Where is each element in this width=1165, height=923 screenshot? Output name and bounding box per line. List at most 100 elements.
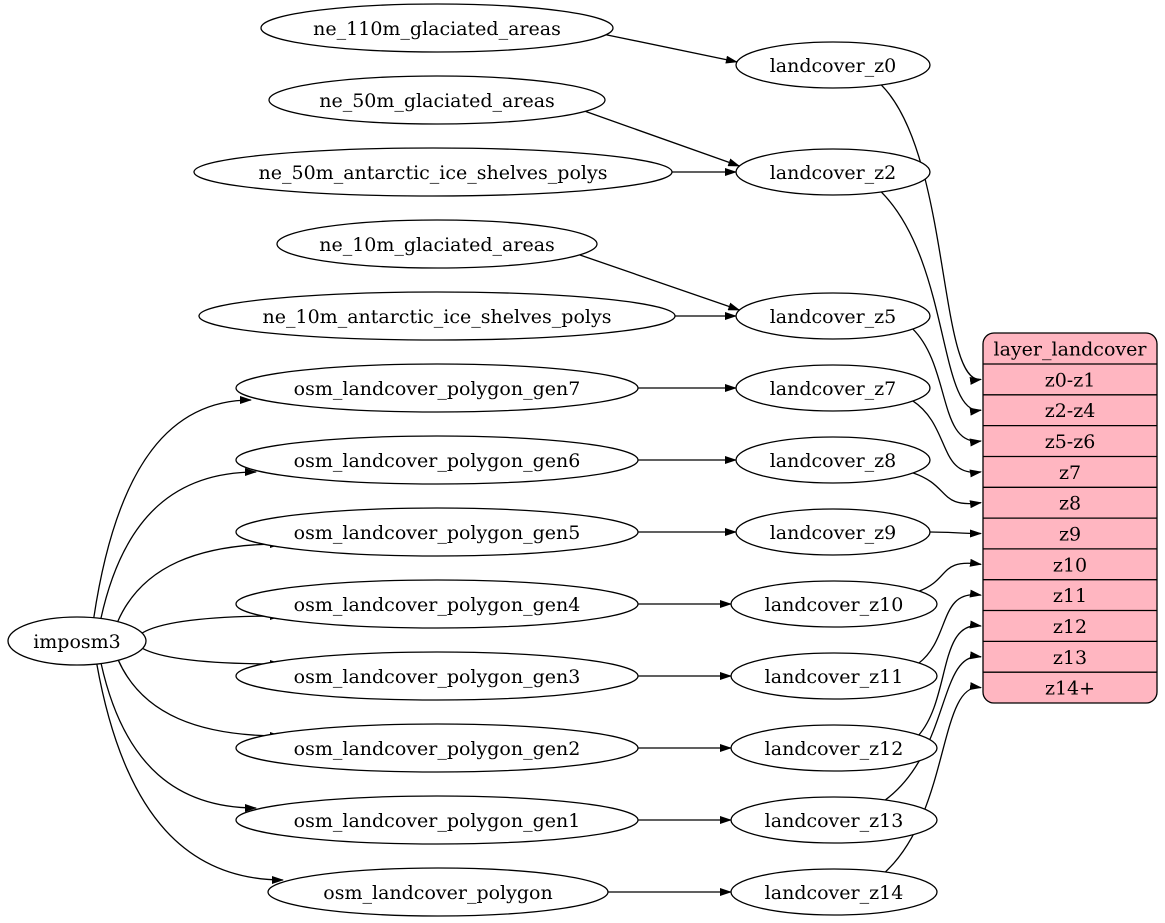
node-landcover_z10: landcover_z10 xyxy=(730,580,938,628)
node-shape-landcover_z11 xyxy=(730,652,938,700)
node-ne_50m_glaciated_areas: ne_50m_glaciated_areas xyxy=(268,75,606,125)
node-landcover_z0: landcover_z0 xyxy=(735,41,931,89)
edge-imposm3-to-osm_landcover_polygon_gen1 xyxy=(100,663,257,812)
edge-ne_110m_glaciated_areas-to-landcover_z0 xyxy=(605,34,738,64)
node-landcover_z2: landcover_z2 xyxy=(735,148,931,196)
node-imposm3: imposm3 xyxy=(7,616,147,666)
node-shape-osm_landcover_polygon_gen7 xyxy=(235,363,639,413)
node-shape-landcover_z9 xyxy=(735,508,931,556)
node-landcover_z14: landcover_z14 xyxy=(730,868,938,916)
node-shape-imposm3 xyxy=(7,616,147,666)
node-label-osm_landcover_polygon_gen5: osm_landcover_polygon_gen5 xyxy=(294,522,581,544)
edge-imposm3-to-osm_landcover_polygon_gen4 xyxy=(141,612,282,634)
node-landcover_z8: landcover_z8 xyxy=(735,436,931,484)
edge-imposm3-to-osm_landcover_polygon xyxy=(96,663,284,884)
edge-imposm3-to-osm_landcover_polygon_gen6 xyxy=(100,468,257,619)
node-label-landcover_z2: landcover_z2 xyxy=(770,162,897,184)
node-landcover_z5: landcover_z5 xyxy=(735,292,931,340)
node-osm_landcover_polygon_gen1: osm_landcover_polygon_gen1 xyxy=(235,795,639,845)
table-row-1: z2-z4 xyxy=(1045,400,1096,422)
table-row-0: z0-z1 xyxy=(1045,369,1096,391)
edge-ne_10m_glaciated_areas-to-landcover_z5 xyxy=(579,254,741,311)
node-label-landcover_z9: landcover_z9 xyxy=(770,522,897,544)
node-ne_50m_antarctic_ice_shelves_polys: ne_50m_antarctic_ice_shelves_polys xyxy=(193,147,673,197)
node-shape-osm_landcover_polygon_gen1 xyxy=(235,795,639,845)
table-row-7: z11 xyxy=(1053,585,1087,607)
node-shape-osm_landcover_polygon_gen5 xyxy=(235,507,639,557)
node-shape-landcover_z2 xyxy=(735,148,931,196)
node-label-ne_10m_glaciated_areas: ne_10m_glaciated_areas xyxy=(319,234,555,256)
node-landcover_z12: landcover_z12 xyxy=(730,724,938,772)
edge-landcover_z13-to-layer_landcover-z13 xyxy=(885,651,982,801)
edge-imposm3-to-osm_landcover_polygon_gen5 xyxy=(117,540,282,622)
node-label-landcover_z0: landcover_z0 xyxy=(770,55,897,77)
node-shape-landcover_z0 xyxy=(735,41,931,89)
node-shape-osm_landcover_polygon xyxy=(267,867,609,917)
edge-landcover_z2-to-layer_landcover-z2-z4 xyxy=(881,191,982,416)
node-shape-ne_10m_antarctic_ice_shelves_polys xyxy=(198,291,676,341)
table-row-9: z13 xyxy=(1053,647,1087,669)
node-shape-landcover_z13 xyxy=(730,796,938,844)
node-osm_landcover_polygon_gen3: osm_landcover_polygon_gen3 xyxy=(235,651,639,701)
edge-imposm3-to-osm_landcover_polygon_gen7 xyxy=(93,396,252,618)
node-label-landcover_z5: landcover_z5 xyxy=(770,306,897,328)
node-ne_10m_glaciated_areas: ne_10m_glaciated_areas xyxy=(276,219,598,269)
table-row-2: z5-z6 xyxy=(1045,431,1096,453)
node-landcover_z9: landcover_z9 xyxy=(735,508,931,556)
edge-imposm3-to-osm_landcover_polygon_gen3 xyxy=(142,647,282,668)
nodes-layer: imposm3 ne_110m_glaciated_areas ne_50m_gla… xyxy=(7,3,938,917)
edge-landcover_z10-to-layer_landcover-z10 xyxy=(918,558,982,593)
edge-imposm3-to-osm_landcover_polygon_gen2 xyxy=(117,659,282,740)
table-row-8: z12 xyxy=(1053,616,1087,638)
node-osm_landcover_polygon_gen6: osm_landcover_polygon_gen6 xyxy=(235,435,639,485)
table-row-5: z9 xyxy=(1059,524,1081,546)
node-osm_landcover_polygon_gen7: osm_landcover_polygon_gen7 xyxy=(235,363,639,413)
node-label-landcover_z8: landcover_z8 xyxy=(770,450,897,472)
node-label-landcover_z7: landcover_z7 xyxy=(770,378,897,400)
node-osm_landcover_polygon_gen4: osm_landcover_polygon_gen4 xyxy=(235,579,639,629)
node-shape-osm_landcover_polygon_gen2 xyxy=(235,723,639,773)
edge-landcover_z14-to-layer_landcover-z14+ xyxy=(885,682,982,873)
node-label-ne_110m_glaciated_areas: ne_110m_glaciated_areas xyxy=(313,18,561,40)
node-shape-osm_landcover_polygon_gen6 xyxy=(235,435,639,485)
node-label-landcover_z12: landcover_z12 xyxy=(765,738,904,760)
node-ne_110m_glaciated_areas: ne_110m_glaciated_areas xyxy=(260,3,614,53)
node-shape-landcover_z10 xyxy=(730,580,938,628)
node-label-landcover_z10: landcover_z10 xyxy=(765,594,904,616)
table-layer: layer_landcover z0-z1 z2-z4 z5-z6 z7 z8 z9 z10 z… xyxy=(982,332,1158,704)
edge-landcover_z7-to-layer_landcover-z7 xyxy=(912,400,982,478)
node-label-osm_landcover_polygon_gen2: osm_landcover_polygon_gen2 xyxy=(294,738,581,760)
table-title: layer_landcover xyxy=(994,339,1148,361)
node-label-ne_50m_glaciated_areas: ne_50m_glaciated_areas xyxy=(319,90,555,112)
node-label-landcover_z11: landcover_z11 xyxy=(765,666,904,688)
node-label-osm_landcover_polygon_gen1: osm_landcover_polygon_gen1 xyxy=(294,810,581,832)
table-row-4: z8 xyxy=(1059,493,1081,515)
node-label-ne_10m_antarctic_ice_shelves_polys: ne_10m_antarctic_ice_shelves_polys xyxy=(263,306,612,328)
node-label-osm_landcover_polygon_gen3: osm_landcover_polygon_gen3 xyxy=(294,666,581,688)
node-shape-landcover_z7 xyxy=(735,364,931,412)
node-shape-ne_110m_glaciated_areas xyxy=(260,3,614,53)
node-shape-ne_10m_glaciated_areas xyxy=(276,219,598,269)
node-label-landcover_z13: landcover_z13 xyxy=(765,810,904,832)
node-shape-ne_50m_glaciated_areas xyxy=(268,75,606,125)
table-row-10: z14+ xyxy=(1045,678,1095,700)
node-shape-ne_50m_antarctic_ice_shelves_polys xyxy=(193,147,673,197)
node-landcover_z13: landcover_z13 xyxy=(730,796,938,844)
edge-landcover_z0-to-layer_landcover-z0-z1 xyxy=(881,84,982,385)
table-row-3: z7 xyxy=(1059,462,1081,484)
node-shape-landcover_z8 xyxy=(735,436,931,484)
edge-ne_50m_glaciated_areas-to-landcover_z2 xyxy=(584,110,741,167)
node-label-osm_landcover_polygon_gen7: osm_landcover_polygon_gen7 xyxy=(294,378,581,400)
node-osm_landcover_polygon: osm_landcover_polygon xyxy=(267,867,609,917)
node-osm_landcover_polygon_gen5: osm_landcover_polygon_gen5 xyxy=(235,507,639,557)
node-shape-landcover_z14 xyxy=(730,868,938,916)
edge-landcover_z12-to-layer_landcover-z12 xyxy=(918,620,982,736)
edge-landcover_z11-to-layer_landcover-z11 xyxy=(918,589,982,664)
node-shape-osm_landcover_polygon_gen3 xyxy=(235,651,639,701)
node-osm_landcover_polygon_gen2: osm_landcover_polygon_gen2 xyxy=(235,723,639,773)
table-row-6: z10 xyxy=(1053,554,1087,576)
edge-landcover_z9-to-layer_landcover-z9 xyxy=(929,529,982,538)
node-label-osm_landcover_polygon_gen6: osm_landcover_polygon_gen6 xyxy=(294,450,581,472)
edge-landcover_z8-to-layer_landcover-z8 xyxy=(912,472,982,509)
